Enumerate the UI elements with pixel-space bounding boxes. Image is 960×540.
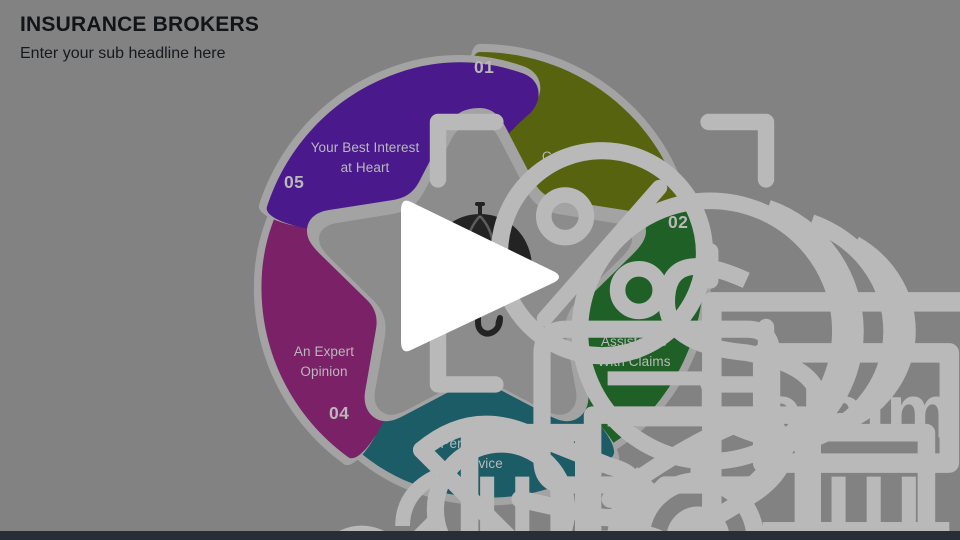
play-triangle-icon[interactable] [399, 196, 561, 356]
page-subtitle: Enter your sub headline here [20, 45, 226, 63]
segment-petal-05-fill [266, 62, 539, 246]
bottom-bar [0, 531, 960, 540]
segment-petal-05[interactable] [256, 2, 546, 286]
page-title: INSURANCE BROKERS [20, 13, 260, 36]
pentagon-wheel-diagram: 01 Cost 02 [234, 30, 960, 540]
headline-block: INSURANCE BROKERS Enter your sub headlin… [20, 13, 259, 63]
claim-icon-text: claim [758, 370, 953, 455]
play-button[interactable] [399, 196, 561, 356]
